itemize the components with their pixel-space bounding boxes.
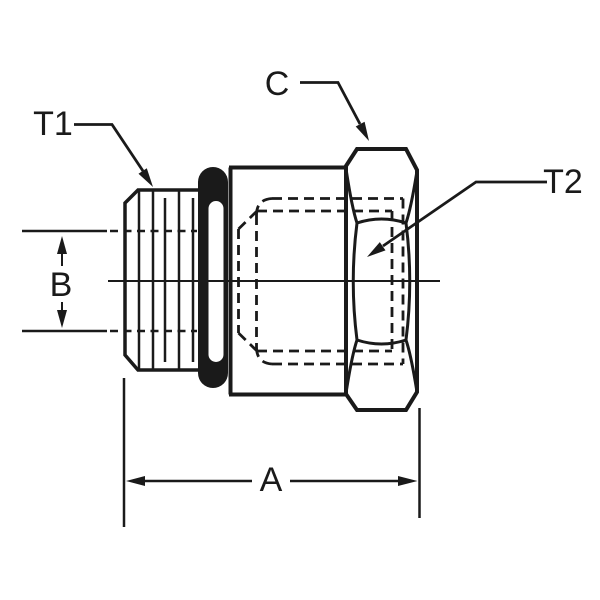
leader-t2: T2 [367,163,583,257]
leader-c-arrowhead [355,121,369,141]
dimension-b: B [22,229,107,333]
leader-c: C [265,65,369,141]
leader-t2-arrowhead [367,242,386,257]
label-t1: T1 [33,105,73,143]
dim-a-arrow-left-head [126,476,145,486]
dim-b-arrow-up-head [57,236,67,254]
hex-outline [344,147,419,412]
leader-t1: T1 [33,105,153,187]
leader-t2-line [382,180,547,248]
dim-b-arrow-down-head [57,310,67,328]
label-b: B [50,266,73,304]
male-thread-outline [123,188,202,372]
male-thread-pitch-dashed [110,229,197,333]
dimension-a: A [122,378,421,527]
label-c: C [265,65,290,103]
leader-c-line [300,81,362,125]
label-t2: T2 [543,163,583,201]
leader-t1-line [74,123,145,172]
hex-nut [344,147,419,412]
leader-t1-arrowhead [138,168,153,187]
label-a: A [260,461,283,499]
o-ring [198,167,228,388]
dim-a-arrow-right-head [398,476,418,486]
